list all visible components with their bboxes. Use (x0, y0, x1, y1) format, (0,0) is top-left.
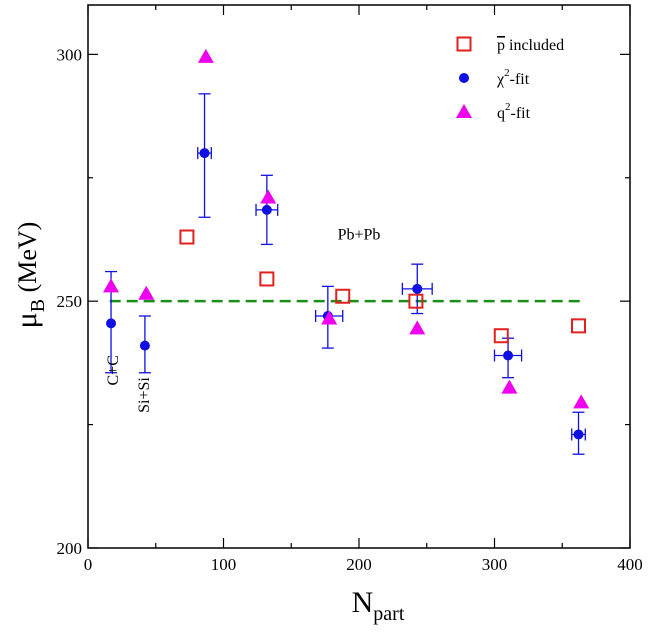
x-tick-label: 400 (617, 555, 643, 574)
x-axis-title-main: N (352, 586, 374, 619)
pbar-included-point (493, 328, 509, 344)
q2-fit-point (197, 48, 214, 63)
q2-fit-point (409, 320, 426, 335)
annotation-label: C+C (105, 355, 122, 385)
chi2-fit-point (199, 148, 210, 159)
q2-fit-point (260, 189, 277, 204)
y-tick-label: 250 (57, 292, 83, 311)
legend-marker (456, 104, 472, 118)
y-tick-label: 200 (57, 539, 83, 558)
legend-label-overline: p (497, 37, 505, 54)
y-tick-label: 300 (57, 45, 83, 64)
legend-label-sup: 2 (504, 67, 510, 79)
x-axis-title: Npart (352, 586, 405, 625)
legend-label-main: q (497, 105, 505, 122)
q2-fit-point (573, 394, 590, 409)
chi2-fit-point (573, 429, 584, 440)
legend-label-rest: included (505, 37, 564, 54)
legend-label: χ2-fit (496, 67, 530, 88)
chi2-fit-point (139, 340, 150, 351)
q2-fit-point (321, 310, 338, 325)
pbar-included-point (179, 229, 195, 245)
data-marks (103, 48, 590, 455)
chi2-fit-point (503, 350, 514, 361)
x-tick-label: 300 (482, 555, 508, 574)
tick-labels: 0 100 200 300 400 200 250 300 (57, 45, 643, 574)
chi2-fit-point (261, 204, 272, 215)
plot-frame (87, 4, 631, 549)
annotations: Pb+PbC+C Si+Si (105, 226, 381, 412)
legend-marker (456, 36, 472, 52)
y-axis-title: μB (MeV) (10, 222, 49, 329)
pbar-included-point (571, 318, 587, 334)
y-axis-title-rest: (MeV) (13, 222, 42, 299)
legend-label-sup: 2 (505, 101, 511, 113)
chi2-fit-point (106, 318, 117, 329)
y-axis-title-main: μ (10, 312, 43, 328)
x-tick-label: 100 (211, 555, 237, 574)
chi2-fit-point (412, 283, 423, 294)
x-tick-label: 0 (84, 555, 93, 574)
legend-label: p included (497, 37, 564, 54)
q2-fit-point (103, 278, 120, 293)
pbar-included-point (259, 271, 275, 287)
legend-label: q2-fit (497, 101, 531, 122)
q2-fit-point (138, 285, 155, 300)
pbar-included-point (335, 288, 351, 304)
y-axis-title-sub: B (27, 299, 49, 312)
pbar-included-point (408, 293, 424, 309)
q2-fit-point (501, 379, 518, 394)
x-axis-title-sub: part (373, 603, 405, 625)
legend-label-rest: -fit (510, 71, 530, 88)
legend-label-main: χ (496, 71, 505, 88)
legend-label-rest: -fit (511, 105, 531, 122)
annotation-label: Pb+Pb (338, 226, 381, 243)
legend-marker (459, 73, 469, 83)
x-tick-label: 200 (346, 555, 372, 574)
annotation-label: Si+Si (136, 377, 153, 413)
